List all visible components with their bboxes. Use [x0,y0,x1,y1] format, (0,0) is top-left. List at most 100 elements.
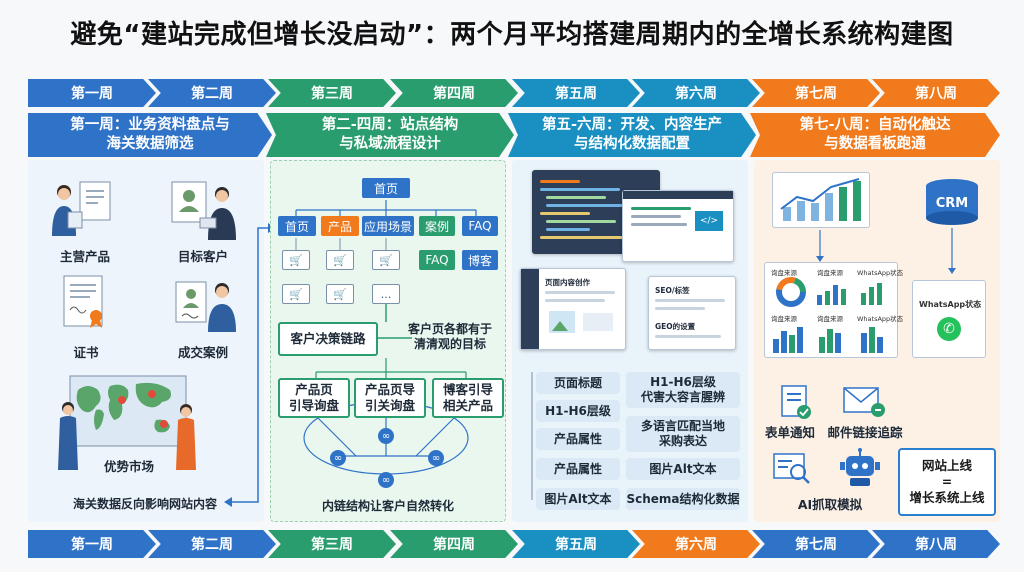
result-line-1: 网站上线 [921,458,972,473]
target-customers-illustration [171,181,236,240]
nav-products: 产品 [321,216,359,236]
target-customers-label: 目标客户 [177,249,228,264]
mini-line-chart-icon [861,283,882,305]
sub-faq: FAQ [419,250,455,270]
guide-1-line-2: 引导询盘 [288,398,339,413]
week-chevron-8: 第八周 [872,79,1000,107]
pill-multilingual: 多语言匹配当地采购表达 [626,416,740,452]
link-icon: ∞ [428,450,444,466]
pill-multilingual-line-2: 采购表达 [658,434,707,448]
week-chevron-6: 第六周 [632,79,760,107]
guide-3-line-2: 相关产品 [442,398,493,413]
guide-2-line-1: 产品页导 [364,382,415,397]
week-chevron-4: 第四周 [390,79,518,107]
seo-tag-label: SEO/标签 [655,286,690,295]
form-notice-label: 表单通知 [764,425,815,440]
week-chevron-bottom-3: 第三周 [268,530,396,558]
sub-blog: 博客 [462,250,498,270]
week-chevron-1: 第一周 [28,79,156,107]
nav-scenarios: 应用场景 [362,216,414,236]
link-icon: ∞ [378,472,394,488]
main-products-label: 主营产品 [59,249,110,264]
html-window: </> [622,190,734,262]
pill-product-attributes-2: 产品属性 [536,458,620,480]
dash-label-6: WhatsApp状态 [857,315,904,323]
ai-search-icon [773,453,810,484]
pie-chart-icon [776,277,806,307]
case-studies-label: 成交案例 [177,345,228,360]
decision-chain-box: 客户决策链路 [278,322,378,356]
phase-4-line-2: 与数据看板跑通 [824,136,926,152]
pill-heading-hierarchy: H1-H6层级代害大容言腥辨 [626,372,740,408]
crm-database-icon [926,179,978,225]
seo-settings-window: SEO/标签 GEO的设置 [648,276,736,350]
geo-settings-label: GEO的设置 [655,322,696,331]
phase-1-line-1: 第一周：业务资料盘点与 [70,117,230,133]
dash-label-2: 询盘来源 [817,269,843,277]
customs-data-note: 海关数据反向影响网站内容 [72,497,217,511]
pill-multilingual-line-1: 多语言匹配当地 [640,419,725,433]
week-chevron-bottom-4: 第四周 [390,530,518,558]
advantage-market-label: 优势市场 [103,459,154,474]
whatsapp-status-card: WhatsApp状态 ✆ [912,280,986,358]
dash-label-4: 询盘来源 [771,315,797,323]
link-icon: ∞ [330,450,346,466]
email-tracking-icon [843,387,885,417]
dash-label-5: 询盘来源 [817,315,843,323]
case-study-illustration [175,281,236,332]
data-dashboard: 询盘来源 询盘来源 WhatsApp状态 询盘来源 询盘来源 WhatsApp状… [764,262,903,358]
week-chevron-3: 第三周 [268,79,396,107]
certificate-icon [63,275,103,328]
result-line-2: 增长系统上线 [909,490,985,505]
phase-2-line-2: 与私域流程设计 [339,136,441,152]
week-chevron-bottom-1: 第一周 [28,530,156,558]
week-chevron-5: 第五周 [512,79,640,107]
dashboard-bars [773,327,883,353]
main-products-illustration [52,181,111,236]
week-chevron-bottom-7: 第七周 [752,530,880,558]
week-timeline-bottom: 第一周 第二周 第三周 第四周 第五周 第六周 第七周 第八周 [28,530,1000,558]
automation-connectors [816,228,956,274]
link-icon: ∞ [378,428,394,444]
cart-icon: 🛒 [372,250,400,270]
week-chevron-2: 第二周 [148,79,276,107]
launch-result-box: 网站上线 = 增长系统上线 [898,448,996,516]
sitemap-home: 首页 [362,178,410,198]
phase-header-4: 第七-八周：自动化触达与数据看板跑通 [750,113,1000,157]
whatsapp-icon: ✆ [937,317,961,341]
pill-image-alt: 图片Alt文本 [536,488,620,510]
guide-2-line-2: 引关询盘 [364,398,415,413]
guide-3-line-1: 博客引导 [442,382,493,397]
phase-3-line-1: 第五-六周：开发、内容生产 [541,117,723,133]
page-title: 避免“建站完成但增长没启动”：两个月平均搭建周期内的全增长系统构建图 [70,20,954,50]
more-icon: ... [372,284,400,304]
phase-header-2: 第二-四周：站点结构与私域流程设计 [266,113,514,157]
cart-icon: 🛒 [282,250,310,270]
certificates-label: 证书 [73,345,99,360]
decision-chain-note: 客户页各都有于 清清观的目标 [402,322,498,352]
phase-2-line-1: 第二-四周：站点结构 [321,117,459,133]
email-tracking-label: 邮件链接追踪 [827,425,903,440]
phase-4-line-1: 第七-八周：自动化触达 [799,117,951,133]
guide-box-3: 博客引导相关产品 [432,378,504,418]
pill-page-title: 页面标题 [536,372,620,394]
phase-1-line-2: 海关数据筛选 [106,136,194,152]
image-placeholder-icon [549,311,575,333]
growth-chart [772,172,870,228]
mini-bar-chart-icon [817,285,846,305]
cart-icon: 🛒 [326,284,354,304]
internal-link-note: 内链结构让客户自然转化 [321,499,454,513]
pill-heading-hierarchy-line-2: 代害大容言腥辨 [640,390,725,404]
guide-1-line-1: 产品页 [295,382,333,397]
code-tag-icon: </> [695,211,723,231]
cart-icon: 🛒 [282,284,310,304]
growth-chart-svg [780,178,861,221]
week-chevron-bottom-2: 第二周 [148,530,276,558]
whatsapp-status-label: WhatsApp状态 [919,300,982,309]
decision-note-line-1: 客户页各都有于 [407,322,492,336]
phase-3-line-2: 与结构化数据配置 [574,136,690,152]
week-chevron-bottom-5: 第五周 [512,530,640,558]
pill-schema-data: Schema结构化数据 [626,488,740,510]
pill-heading-hierarchy-line-1: H1-H6层级 [650,375,716,389]
guide-box-2: 产品页导引关询盘 [354,378,426,418]
